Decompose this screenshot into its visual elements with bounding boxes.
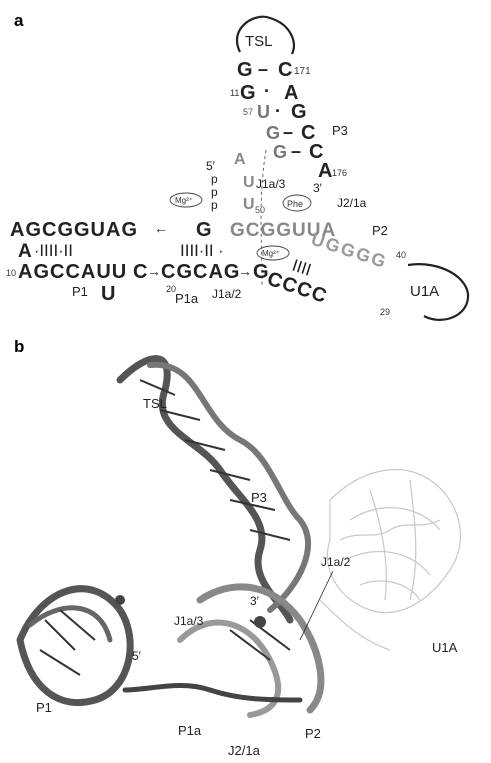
j1a3-u2: U bbox=[243, 196, 255, 213]
num-50: 50 bbox=[255, 205, 265, 215]
mg-label-1: Mg²⁺ bbox=[175, 196, 193, 205]
p1-label-b: P1 bbox=[36, 700, 52, 715]
three-prime-a: 3′ bbox=[313, 181, 323, 195]
nt-g-5: G bbox=[273, 142, 287, 162]
panel-b-label: b bbox=[14, 337, 24, 356]
phe-label: Phe bbox=[287, 199, 303, 209]
num-29: 29 bbox=[380, 307, 390, 317]
j1a3-label-b: J1a/3 bbox=[174, 614, 204, 628]
five-prime-b: 5′ bbox=[132, 649, 142, 663]
p2-label-b: P2 bbox=[305, 726, 321, 741]
u1a-label-b: U1A bbox=[432, 640, 458, 655]
arrow-right-1: → bbox=[147, 263, 161, 279]
phosphate-1: p bbox=[211, 172, 218, 186]
phosphate-2: p bbox=[211, 185, 218, 199]
num-10: 10 bbox=[6, 268, 16, 278]
p3-label-b: P3 bbox=[251, 490, 267, 505]
p1-top-strand: AGCGGUAG bbox=[10, 219, 138, 241]
nt-g-4: G bbox=[266, 123, 280, 143]
p1a-label-a: P1a bbox=[175, 291, 199, 306]
nt-g-p1a: G bbox=[253, 261, 269, 283]
num-11: 11 bbox=[230, 88, 239, 98]
nt-g-3: G bbox=[291, 101, 307, 123]
nt-g-2: G bbox=[240, 82, 256, 104]
panel-a-label: a bbox=[14, 11, 24, 30]
pair-mark-4: – bbox=[283, 122, 293, 142]
p1a-pairs: ⅠⅠⅠⅠ·ⅠⅠ · bbox=[180, 243, 223, 260]
pair-mark-3: · bbox=[275, 101, 281, 121]
arrow-left: ← bbox=[154, 220, 168, 236]
j1a3-a: A bbox=[234, 151, 246, 168]
p1a-bottom-strand: CGCAG bbox=[161, 261, 240, 283]
pair-mark-2: · bbox=[264, 81, 270, 101]
j21a-label-a: J2/1a bbox=[337, 196, 367, 210]
nt-u-3: U bbox=[257, 102, 270, 122]
mg-ion-b bbox=[254, 616, 266, 628]
nt-g-left: G bbox=[196, 219, 212, 241]
j21a-label-b: J2/1a bbox=[228, 743, 261, 758]
pair-mark-5: – bbox=[291, 141, 301, 161]
p1-label-a: P1 bbox=[72, 284, 88, 299]
nt-a-176: A bbox=[318, 160, 332, 182]
bulge-u: U bbox=[101, 283, 115, 305]
base-pair-rungs bbox=[40, 380, 290, 675]
p3-label: P3 bbox=[332, 123, 348, 138]
phosphate-3: p bbox=[211, 198, 218, 212]
tsl-label-b: TSL bbox=[143, 396, 167, 411]
num-57: 57 bbox=[243, 107, 253, 117]
num-40: 40 bbox=[396, 250, 406, 260]
p1-pairs: ·ⅠⅠⅠⅠ·ⅠⅠ bbox=[34, 243, 73, 260]
j1a3-label: J1a/3 bbox=[256, 177, 286, 191]
p1a-label-b: P1a bbox=[178, 723, 202, 738]
three-prime-b: 3′ bbox=[250, 594, 260, 608]
nt-g-1: G bbox=[237, 59, 253, 81]
arrow-right-2: → bbox=[238, 263, 252, 279]
j1a2-leader bbox=[300, 571, 333, 640]
num-176: 176 bbox=[332, 168, 347, 178]
nt-c-p1: C bbox=[133, 261, 147, 283]
five-prime-a: 5′ bbox=[206, 159, 216, 173]
pair-mark-1: – bbox=[258, 59, 268, 79]
nt-a-left: A bbox=[18, 241, 32, 262]
p2-label-a: P2 bbox=[372, 223, 388, 238]
j1a3-u1: U bbox=[243, 174, 255, 191]
phosphate-sphere-b bbox=[115, 595, 125, 605]
p1-bottom-strand: AGCCAUU bbox=[18, 261, 127, 283]
tsl-label: TSL bbox=[245, 33, 273, 50]
j1a2-label-a: J1a/2 bbox=[212, 287, 242, 301]
num-171: 171 bbox=[294, 66, 311, 77]
u1a-label-a: U1A bbox=[410, 283, 439, 300]
j1a2-label-b: J1a/2 bbox=[321, 555, 351, 569]
mg-label-2: Mg²⁺ bbox=[262, 249, 280, 258]
nt-c-1: C bbox=[278, 59, 292, 81]
